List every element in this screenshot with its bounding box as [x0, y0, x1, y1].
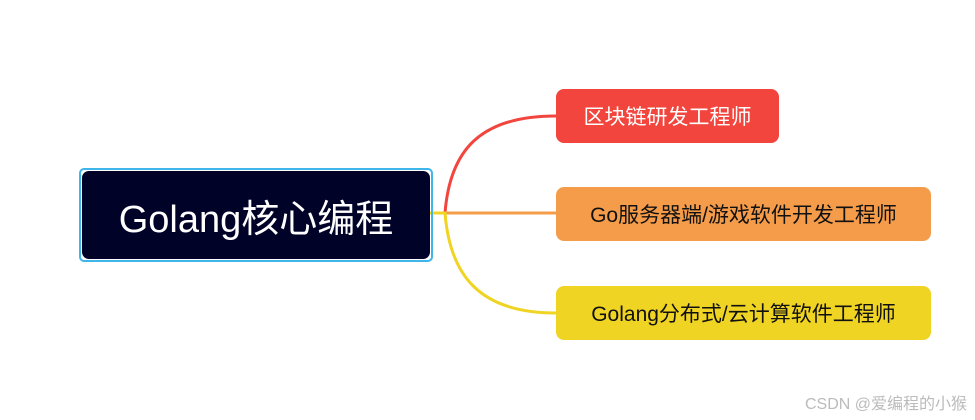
branch-node-distributed-cloud[interactable]: Golang分布式/云计算软件工程师: [556, 286, 931, 340]
branch-label: 区块链研发工程师: [583, 106, 752, 129]
branch-label: Golang分布式/云计算软件工程师: [591, 303, 896, 326]
root-node-selection-border: [79, 168, 433, 262]
root-node-label: Golang核心编程: [118, 198, 394, 241]
connector-yellow: [430, 211, 557, 315]
watermark: CSDN @爱编程的小猴: [804, 396, 967, 413]
branch-node-server-game[interactable]: Go服务器端/游戏软件开发工程师: [556, 187, 931, 241]
branch-node-blockchain[interactable]: 区块链研发工程师: [556, 89, 779, 143]
branch-label: Go服务器端/游戏软件开发工程师: [590, 204, 897, 227]
root-node[interactable]: Golang核心编程: [82, 171, 430, 259]
connector-red: [443, 114, 557, 214]
